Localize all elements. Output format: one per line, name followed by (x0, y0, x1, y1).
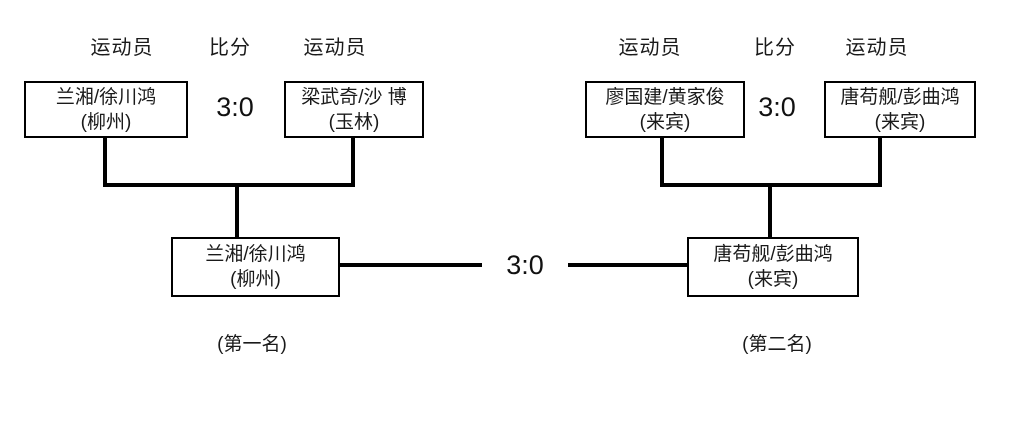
connector-line (340, 263, 482, 267)
connector-line (660, 183, 882, 187)
player-names: 唐苟舰/彭曲鸿 (840, 86, 960, 108)
connector-line (660, 136, 664, 186)
left-header-score: 比分 (209, 37, 251, 59)
left-semifinal-score: 3:0 (216, 92, 254, 122)
left-header-athlete-1: 运动员 (90, 37, 154, 59)
player-box-left-1: 兰湘/徐川鸿 (柳州) (24, 81, 188, 138)
player-names: 兰湘/徐川鸿 (205, 244, 306, 265)
finalist-box-right: 唐苟舰/彭曲鸿 (来宾) (687, 237, 859, 297)
connector-line (103, 183, 355, 187)
player-city: (来宾) (747, 269, 799, 290)
right-semifinal-score: 3:0 (758, 92, 796, 122)
player-city: (柳州) (230, 269, 281, 290)
player-box-left-2: 梁武奇/沙 博 (玉林) (284, 81, 424, 138)
connector-line (568, 263, 687, 267)
right-header-score: 比分 (754, 37, 796, 59)
player-city: (来宾) (874, 111, 926, 133)
player-box-right-1: 廖国建/黄家俊 (来宾) (585, 81, 745, 138)
player-city: (柳州) (80, 111, 132, 133)
connector-line (351, 136, 355, 186)
player-names: 唐苟舰/彭曲鸿 (713, 244, 833, 265)
rank-label-second: (第二名) (742, 334, 812, 355)
connector-line (103, 136, 107, 186)
connector-line (235, 186, 239, 238)
left-header-athlete-2: 运动员 (303, 37, 367, 59)
player-city: (来宾) (639, 111, 691, 133)
connector-line (768, 186, 772, 238)
player-names: 兰湘/徐川鸿 (55, 86, 157, 108)
finalist-box-left: 兰湘/徐川鸿 (柳州) (171, 237, 340, 297)
player-city: (玉林) (328, 111, 380, 133)
right-header-athlete-2: 运动员 (845, 37, 909, 59)
rank-label-first: (第一名) (217, 334, 287, 355)
player-names: 廖国建/黄家俊 (605, 86, 725, 108)
connector-line (878, 136, 882, 186)
player-box-right-2: 唐苟舰/彭曲鸿 (来宾) (824, 81, 976, 138)
right-header-athlete-1: 运动员 (618, 37, 682, 59)
final-score: 3:0 (506, 250, 544, 280)
player-names: 梁武奇/沙 博 (301, 86, 407, 108)
